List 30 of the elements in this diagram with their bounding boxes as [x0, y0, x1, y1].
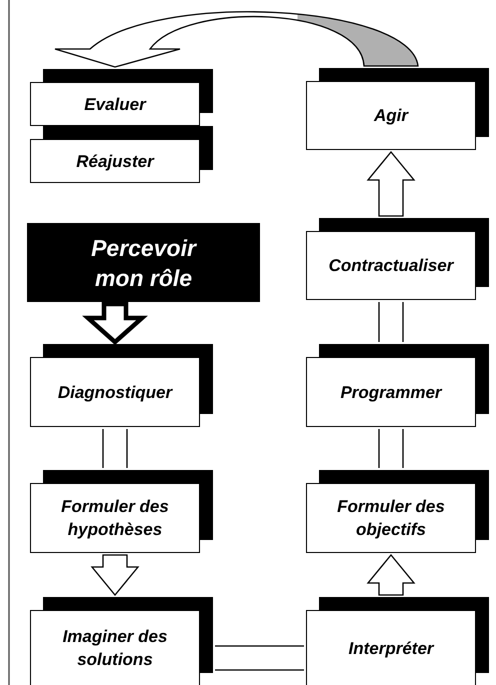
connector-band	[378, 301, 404, 343]
block-arrow	[90, 554, 140, 596]
step-label: Evaluer	[83, 94, 148, 116]
step-label: Percevoir mon rôle	[90, 234, 198, 292]
step-label: Imaginer des solutions	[62, 626, 168, 671]
process-box	[306, 218, 489, 300]
step-label: Programmer	[339, 382, 444, 404]
process-box	[30, 69, 213, 126]
process-box	[30, 470, 213, 553]
step-label: Diagnostiquer	[56, 382, 174, 404]
step-label: Agir	[372, 105, 410, 127]
step-label: Formuler des hypothèses	[60, 496, 170, 541]
step-label: Formuler des objectifs	[336, 496, 446, 541]
step-label: Réajuster	[75, 150, 156, 172]
connector-band	[102, 428, 128, 469]
connector-band	[214, 645, 305, 671]
process-box	[306, 470, 489, 553]
block-arrow	[82, 302, 148, 346]
block-arrow	[366, 554, 416, 596]
process-box	[306, 597, 489, 685]
block-arrow	[366, 150, 416, 217]
process-box	[30, 597, 213, 685]
process-box	[30, 126, 213, 183]
connector-band	[378, 428, 404, 469]
step-label: Interpréter	[347, 638, 436, 660]
process-box	[306, 68, 489, 150]
process-box	[306, 344, 489, 427]
step-label: Contractualiser	[328, 255, 456, 277]
highlight-box	[27, 223, 260, 302]
process-box	[30, 344, 213, 427]
